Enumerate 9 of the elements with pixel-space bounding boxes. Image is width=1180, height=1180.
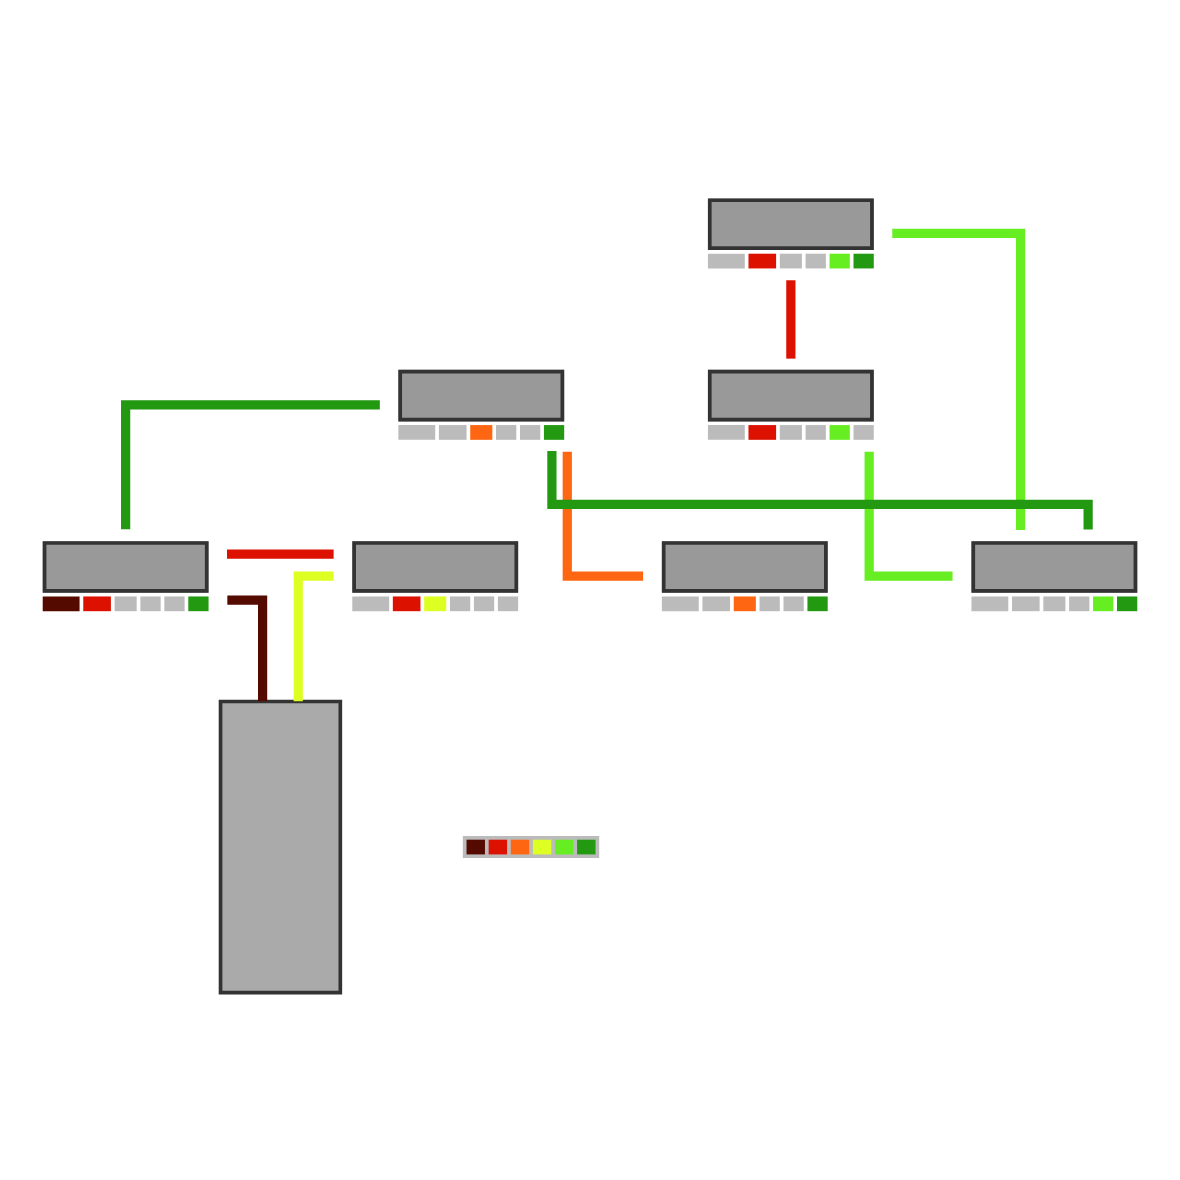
connector — [227, 549, 334, 559]
connector — [547, 451, 1093, 530]
connector — [562, 451, 644, 581]
connector — [892, 228, 1026, 530]
connector — [293, 571, 334, 702]
connector — [786, 280, 796, 359]
connector — [121, 400, 380, 530]
connector — [864, 451, 953, 581]
node-tower — [218, 699, 343, 995]
